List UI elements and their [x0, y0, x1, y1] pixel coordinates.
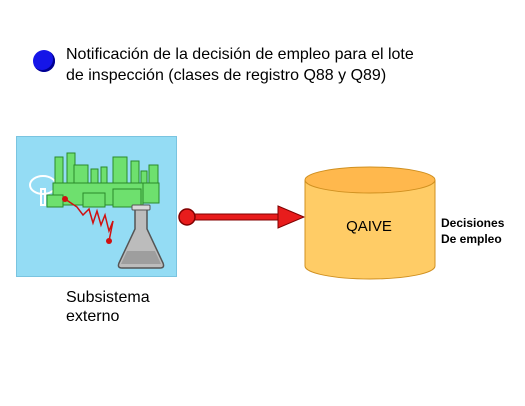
decisions-label-line-2: De empleo — [441, 232, 502, 246]
title-line-2: de inspección (clases de registro Q88 y … — [66, 67, 387, 84]
decisions-label-line-1: Decisiones — [441, 216, 505, 230]
factory-flask-icon — [29, 152, 165, 269]
external-subsystem-box — [16, 136, 177, 277]
qaive-database-icon — [304, 166, 436, 280]
external-subsystem-label-line-2: externo — [66, 308, 120, 325]
title-line-1: Notificación de la decisión de empleo pa… — [66, 46, 414, 63]
blue-bullet-icon — [33, 50, 55, 72]
page-title: Notificación de la decisión de empleo pa… — [66, 44, 496, 86]
database-label: QAIVE — [346, 218, 392, 235]
external-subsystem-label-line-1: Subsistema — [66, 289, 150, 306]
data-flow-arrow — [178, 205, 306, 229]
decisions-label: Decisiones De empleo — [441, 215, 504, 247]
external-subsystem-label: Subsistema externo — [66, 288, 150, 326]
